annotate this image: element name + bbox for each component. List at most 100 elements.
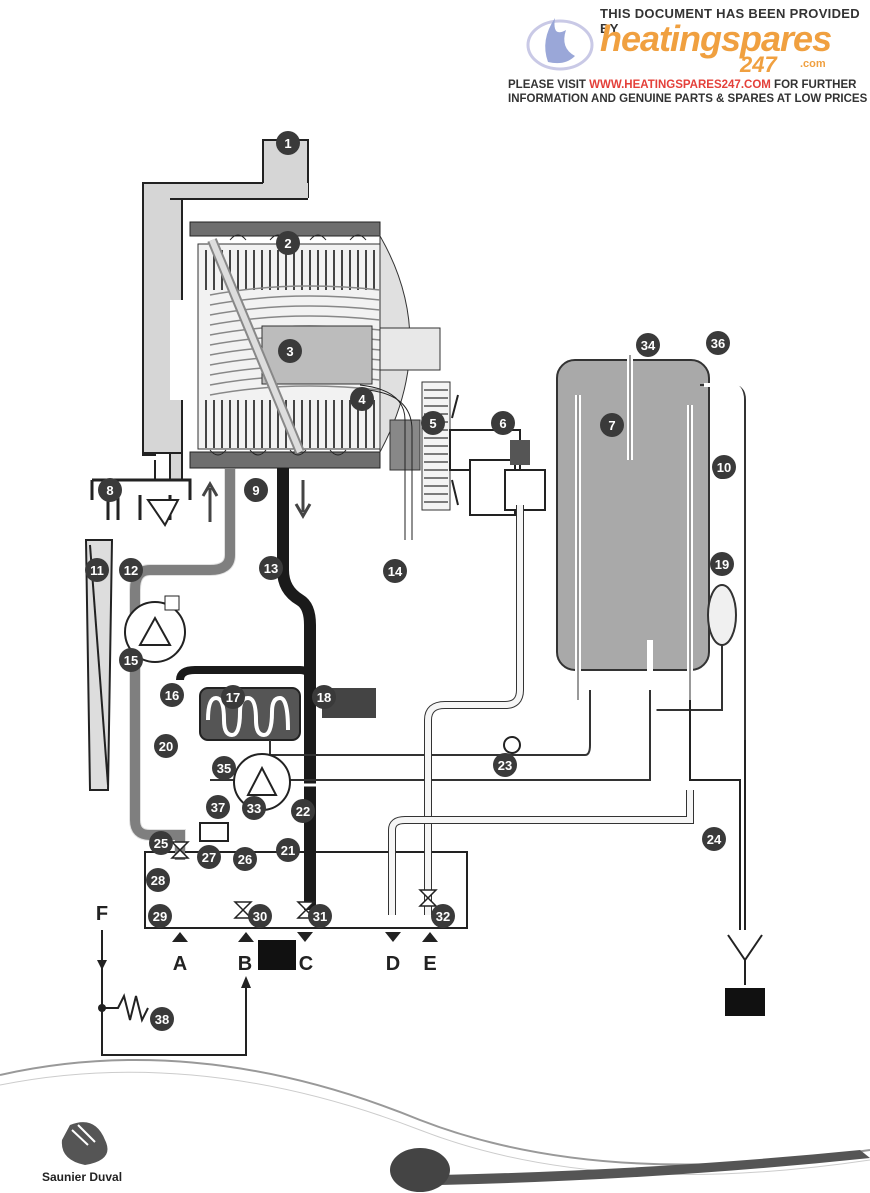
flow-pipe xyxy=(277,468,316,910)
component-disc-11 xyxy=(85,558,109,582)
visit-line-2: INFORMATION AND GENUINE PARTS & SPARES A… xyxy=(508,93,868,105)
component-number-31: 31 xyxy=(313,909,327,924)
connection-letter-C: C xyxy=(299,953,313,975)
component-disc-5 xyxy=(421,411,445,435)
component-disc-10 xyxy=(712,455,736,479)
connection-letter-labels: A B C D E F xyxy=(96,903,437,975)
component-number-33: 33 xyxy=(247,801,261,816)
component-number-4: 4 xyxy=(358,392,366,407)
component-number-25: 25 xyxy=(154,836,168,851)
component-disc-34 xyxy=(636,333,660,357)
component-disc-4 xyxy=(350,387,374,411)
component-disc-17 xyxy=(221,685,245,709)
component-number-12: 12 xyxy=(124,563,138,578)
component-disc-16 xyxy=(160,683,184,707)
component-disc-27 xyxy=(197,845,221,869)
component-number-36: 36 xyxy=(711,336,725,351)
component-disc-37 xyxy=(206,795,230,819)
footer-brand: Saunier Duval xyxy=(42,1170,123,1184)
component-disc-21 xyxy=(276,838,300,862)
component-number-38: 38 xyxy=(155,1012,169,1027)
component-number-5: 5 xyxy=(429,416,436,431)
brand-tld: .com xyxy=(800,58,826,70)
component-number-21: 21 xyxy=(281,843,295,858)
component-disc-22 xyxy=(291,799,315,823)
gas-valve xyxy=(449,394,546,516)
component-disc-15 xyxy=(119,648,143,672)
component-number-1: 1 xyxy=(284,136,291,151)
component-number-23: 23 xyxy=(498,758,512,773)
component-number-11: 11 xyxy=(90,563,104,578)
component-number-28: 28 xyxy=(151,873,165,888)
component-number-18: 18 xyxy=(317,690,331,705)
component-number-35: 35 xyxy=(217,761,231,776)
connection-letter-B: B xyxy=(238,953,252,975)
component-number-24: 24 xyxy=(707,832,722,847)
component-disc-26 xyxy=(233,847,257,871)
connection-letter-E: E xyxy=(423,953,436,975)
connection-letter-F: F xyxy=(96,903,108,925)
component-disc-29 xyxy=(148,904,172,928)
component-number-6: 6 xyxy=(499,416,506,431)
visit-line-1: PLEASE VISIT WWW.HEATINGSPARES247.COM FO… xyxy=(508,79,856,91)
component-disc-3 xyxy=(278,339,302,363)
component-number-27: 27 xyxy=(202,850,216,865)
component-number-34: 34 xyxy=(641,338,656,353)
visit-url-link[interactable]: WWW.HEATINGSPARES247.COM xyxy=(589,79,771,91)
component-disc-23 xyxy=(493,753,517,777)
component-disc-1 xyxy=(276,131,300,155)
component-disc-28 xyxy=(146,868,170,892)
visit-suffix: FOR FURTHER xyxy=(774,79,857,91)
component-number-13: 13 xyxy=(264,561,278,576)
component-number-9: 9 xyxy=(252,483,259,498)
visit-prefix: PLEASE VISIT xyxy=(508,79,586,91)
brand-number: 247 xyxy=(740,52,777,77)
component-disc-7 xyxy=(600,413,624,437)
component-disc-14 xyxy=(383,559,407,583)
heatingspares-flame-logo xyxy=(526,18,594,71)
component-number-15: 15 xyxy=(124,653,138,668)
component-number-3: 3 xyxy=(286,344,293,359)
component-disc-18 xyxy=(312,685,336,709)
component-number-32: 32 xyxy=(436,909,450,924)
component-disc-12 xyxy=(119,558,143,582)
component-disc-13 xyxy=(259,556,283,580)
component-number-16: 16 xyxy=(165,688,179,703)
component-disc-2 xyxy=(276,231,300,255)
component-number-20: 20 xyxy=(159,739,173,754)
provided-by-text: THIS DOCUMENT HAS BEEN PROVIDED BY xyxy=(600,6,860,36)
component-number-29: 29 xyxy=(153,909,167,924)
component-number-26: 26 xyxy=(238,852,252,867)
component-disc-35 xyxy=(212,756,236,780)
component-disc-6 xyxy=(491,411,515,435)
connection-letter-A: A xyxy=(173,953,187,975)
component-disc-25 xyxy=(149,831,173,855)
component-number-22: 22 xyxy=(296,804,310,819)
component-disc-19 xyxy=(710,552,734,576)
saunier-duval-logo xyxy=(61,1122,108,1165)
component-number-19: 19 xyxy=(715,557,729,572)
component-disc-24 xyxy=(702,827,726,851)
component-disc-8 xyxy=(98,478,122,502)
component-disc-38 xyxy=(150,1007,174,1031)
component-disc-20 xyxy=(154,734,178,758)
component-number-30: 30 xyxy=(253,909,267,924)
component-disc-33 xyxy=(242,796,266,820)
component-number-8: 8 xyxy=(106,483,113,498)
component-number-10: 10 xyxy=(717,460,731,475)
connection-letter-D: D xyxy=(386,953,400,975)
component-disc-36 xyxy=(706,331,730,355)
component-disc-32 xyxy=(431,904,455,928)
component-disc-30 xyxy=(248,904,272,928)
component-number-37: 37 xyxy=(211,800,225,815)
component-disc-31 xyxy=(308,904,332,928)
component-disc-9 xyxy=(244,478,268,502)
brand-name: heatingspares xyxy=(600,18,832,59)
heat-exchanger xyxy=(189,221,411,469)
component-number-17: 17 xyxy=(226,690,240,705)
component-number-14: 14 xyxy=(388,564,403,579)
component-number-7: 7 xyxy=(608,418,615,433)
component-number-2: 2 xyxy=(284,236,291,251)
